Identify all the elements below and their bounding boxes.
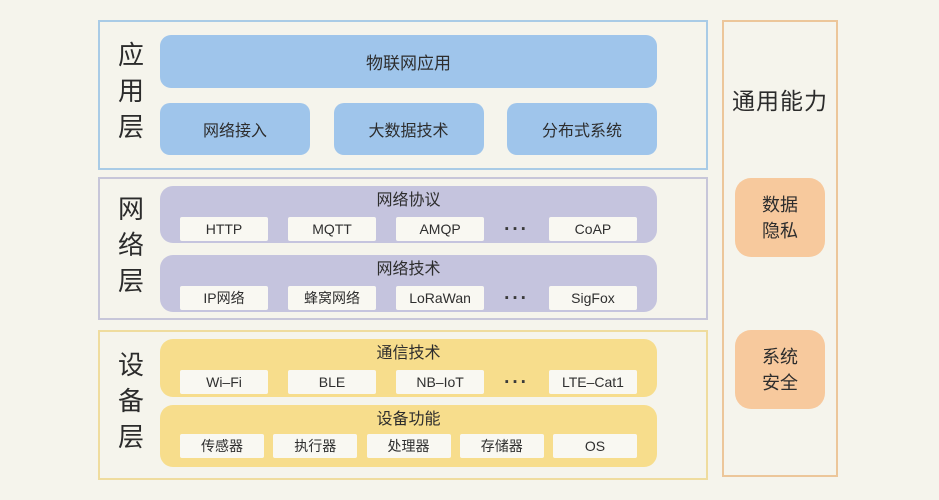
- chip-sensor: 传感器: [180, 434, 264, 458]
- chip-ble: BLE: [288, 369, 377, 394]
- device-function-title: 设备功能: [376, 411, 441, 428]
- big-data-box: 大数据技术: [333, 103, 484, 155]
- common-capabilities-panel: 通用能力 数据隐私 系统安全: [722, 20, 838, 477]
- iot-application-box: 物联网应用: [160, 35, 657, 88]
- ellipsis: ...: [504, 214, 529, 235]
- application-layer-content: 物联网应用 网络接入 大数据技术 分布式系统: [160, 22, 706, 168]
- system-security-label: 系统安全: [762, 346, 798, 393]
- network-technology-group: 网络技术 IP网络 蜂窝网络 LoRaWan ... SigFox: [160, 255, 657, 312]
- device-function-chips: 传感器 执行器 处理器 存储器 OS: [180, 433, 637, 459]
- ellipsis: ...: [504, 283, 529, 304]
- chip-processor: 处理器: [366, 434, 451, 458]
- chip-os: OS: [553, 434, 637, 458]
- network-access-box: 网络接入: [160, 103, 310, 155]
- application-sub-row: 网络接入 大数据技术 分布式系统: [160, 103, 657, 155]
- data-privacy-box: 数据隐私: [735, 178, 825, 257]
- chip-cellular-network: 蜂窝网络: [288, 285, 377, 310]
- distributed-system-box: 分布式系统: [507, 103, 657, 155]
- chip-amqp: AMQP: [396, 216, 485, 241]
- network-layer-label: 网络层: [114, 194, 145, 303]
- device-layer-content: 通信技术 Wi–Fi BLE NB–IoT ... LTE–Cat1 设备功能 …: [160, 332, 706, 478]
- network-protocol-title: 网络协议: [376, 192, 441, 209]
- network-protocol-group: 网络协议 HTTP MQTT AMQP ... CoAP: [160, 186, 657, 243]
- data-privacy-label: 数据隐私: [762, 194, 798, 241]
- communication-technology-group: 通信技术 Wi–Fi BLE NB–IoT ... LTE–Cat1: [160, 339, 657, 397]
- system-security-box: 系统安全: [735, 330, 825, 409]
- chip-actuator: 执行器: [273, 434, 358, 458]
- common-capabilities-title: 通用能力: [732, 88, 828, 114]
- network-layer-content: 网络协议 HTTP MQTT AMQP ... CoAP 网络技术 IP网络 蜂…: [160, 179, 706, 318]
- chip-nbiot: NB–IoT: [396, 369, 485, 394]
- network-layer-section: 网络层 网络协议 HTTP MQTT AMQP ... CoAP 网络技术 IP…: [98, 177, 708, 320]
- chip-sigfox: SigFox: [548, 285, 637, 310]
- chip-http: HTTP: [180, 216, 268, 241]
- network-technology-chips: IP网络 蜂窝网络 LoRaWan ... SigFox: [180, 283, 637, 312]
- chip-storage: 存储器: [459, 434, 544, 458]
- chip-mqtt: MQTT: [288, 216, 377, 241]
- chip-wifi: Wi–Fi: [180, 369, 268, 394]
- chip-lte-cat1: LTE–Cat1: [548, 369, 637, 394]
- ellipsis: ...: [504, 367, 529, 388]
- device-layer-label: 设备层: [114, 351, 145, 459]
- chip-lorawan: LoRaWan: [396, 285, 485, 310]
- communication-technology-title: 通信技术: [376, 345, 441, 362]
- network-technology-title: 网络技术: [376, 261, 441, 278]
- application-layer-section: 应用层 物联网应用 网络接入 大数据技术 分布式系统: [98, 20, 708, 170]
- application-layer-label: 应用层: [114, 41, 145, 149]
- chip-ip-network: IP网络: [180, 285, 268, 310]
- device-function-group: 设备功能 传感器 执行器 处理器 存储器 OS: [160, 405, 657, 467]
- chip-coap: CoAP: [548, 216, 637, 241]
- network-protocol-chips: HTTP MQTT AMQP ... CoAP: [180, 214, 637, 243]
- communication-technology-chips: Wi–Fi BLE NB–IoT ... LTE–Cat1: [180, 367, 637, 396]
- device-layer-section: 设备层 通信技术 Wi–Fi BLE NB–IoT ... LTE–Cat1 设…: [98, 330, 708, 480]
